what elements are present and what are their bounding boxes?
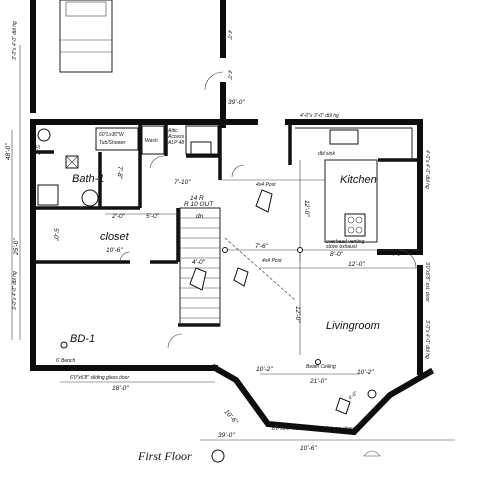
dim-stair-w: 4'-0"	[192, 259, 206, 266]
dim-liv-width: 12'-0"	[348, 261, 365, 268]
dim-v1: 4'-0"	[226, 30, 232, 40]
overhead-label-2: stove exhaust	[326, 244, 357, 250]
dim-bay-bottom: 10'-6"	[300, 445, 317, 452]
win-right-1: 4'-0"x 4'-0" dbl hg	[424, 150, 430, 189]
post-2: 4x4 Post	[262, 258, 282, 264]
access-label: Access	[167, 134, 185, 140]
win-right-2: 3'-0"x 4'-0" dbl hg	[424, 320, 430, 359]
room-label-bath: Bath-1	[72, 173, 104, 185]
dim-closet-b: 5'-0"	[146, 213, 160, 220]
tub-label: 60"Lx30"W	[99, 132, 125, 138]
ceiling-fixtures	[60, 189, 377, 415]
dim-liv-height: 12'-0"	[294, 306, 301, 323]
dim-top-offset: 39'-0"	[228, 99, 245, 106]
dim-hall-w: 7'-6"	[255, 243, 269, 250]
attic-label: Attic	[167, 128, 178, 134]
room-label-bedroom: BD-1	[70, 333, 95, 345]
french-door: 6'0"x6'8" french w/lights & temp glass	[272, 426, 355, 432]
room-label-livingroom: Livingroom	[326, 320, 380, 332]
dbl-sink-label: dbl sink	[318, 151, 335, 157]
exterior-walls	[30, 0, 435, 436]
win-left-2: 3'-0"x 4'-0" dbl hg	[12, 271, 18, 310]
dim-bath-h: 7'-8"	[116, 166, 123, 180]
slider-door: 6'0"x6'8" sliding glass door	[70, 375, 129, 381]
dim-door-b: 10'-2"	[357, 369, 374, 376]
dim-door-a: 10'-2"	[256, 366, 273, 373]
stair-note-3: R 10 OUT	[184, 201, 214, 208]
stair	[179, 207, 221, 327]
beam-ceiling: Beam Ceiling	[306, 364, 336, 370]
dim-v2: 4'-0"	[226, 70, 232, 80]
dim-bath-w: 7'-10"	[174, 179, 191, 186]
win-top: 4'-0"x 3'-0" dbl hg	[300, 113, 339, 119]
dim-closet-h: 5'-0"	[52, 228, 59, 242]
dim-v4: 5'-0"	[34, 145, 40, 155]
dim-bay-side: 10'-6"	[223, 409, 240, 427]
dim-bay-width: 21'-0"	[309, 378, 327, 385]
dim-bay-small: 18'-0"	[112, 385, 129, 392]
dim-v3: 4'-0"	[392, 252, 402, 258]
overhead-label: overhead venting	[326, 239, 365, 245]
stair-note-2: 14 R	[190, 195, 204, 202]
access-label-2: ALP 48	[167, 140, 184, 146]
room-label-closet: closet	[100, 231, 130, 243]
interior-walls	[33, 122, 420, 327]
garage-car-outline	[59, 0, 113, 73]
plan-title: First Floor	[137, 449, 192, 463]
stair-note: dn	[196, 213, 204, 220]
door-swings	[119, 71, 417, 349]
dim-v5: 4'-0"	[347, 390, 359, 401]
room-label-kitchen: Kitchen	[340, 174, 377, 186]
bench-label: 6' Bench	[56, 358, 76, 364]
washer-label: Wash	[145, 138, 158, 144]
dim-kitchen-height: 12'-0"	[303, 200, 310, 217]
tub-label-2: Tub/Shower	[99, 140, 126, 146]
post-1: 4x4 Post	[256, 182, 276, 188]
kitchen-counter	[220, 127, 413, 243]
dim-hall-s: 8'-0"	[330, 251, 344, 258]
dim-closet-c: 10'-6"	[106, 247, 123, 254]
dim-closet-a: 2'-0"	[111, 213, 126, 220]
dim-left-height: 48'-0"	[5, 143, 12, 160]
bath-fixtures	[37, 125, 219, 207]
dim-overall-width: 39'-0"	[218, 432, 235, 439]
ext-door: 3'0"x6'8" ext. door	[424, 262, 430, 302]
dimension-lines	[11, 45, 455, 441]
dim-left-mid: 25'-0"	[13, 238, 20, 256]
win-left-1: 3'-0"x 4'-0" dbl hg	[12, 21, 18, 60]
